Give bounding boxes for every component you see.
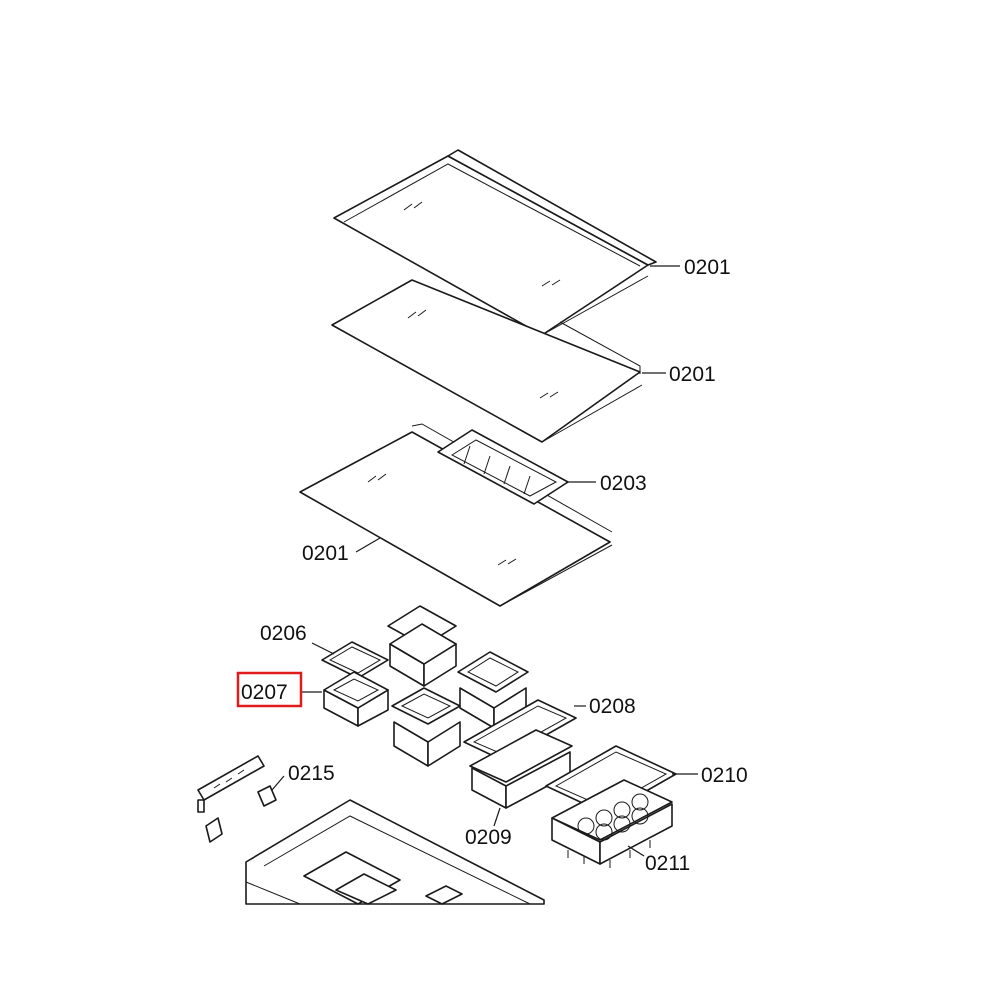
label-0201-top: 0201 [684, 256, 731, 279]
glass-shelf-middle [331, 279, 643, 443]
label-0207: 0207 [241, 681, 288, 704]
egg-tray-0211 [551, 779, 673, 868]
leader-0206 [311, 642, 335, 655]
rail-0215 [197, 755, 277, 843]
label-0211: 0211 [645, 852, 690, 875]
label-0201-middle: 0201 [669, 363, 716, 386]
glass-shelf-top [333, 149, 657, 336]
leader-0201-bottom [355, 537, 381, 553]
label-0209: 0209 [465, 826, 512, 849]
small-box-back [387, 605, 457, 687]
leader-0211 [627, 845, 645, 857]
label-0208: 0208 [589, 695, 636, 718]
highlight-box-0207 [236, 671, 303, 708]
box-0207 [323, 671, 389, 727]
bottom-drawer-frame [245, 799, 545, 905]
small-box-front [391, 687, 461, 767]
label-0203: 0203 [600, 472, 647, 495]
lid-0206 [321, 641, 389, 679]
glass-shelf-bottom [299, 423, 613, 607]
label-0210: 0210 [701, 764, 748, 787]
label-0215: 0215 [288, 762, 335, 785]
label-0201-bottom: 0201 [302, 542, 349, 565]
label-0206: 0206 [260, 622, 307, 645]
leader-0215 [271, 775, 285, 791]
box-0209 [469, 729, 573, 809]
small-box-right [457, 651, 529, 729]
leader-0209 [493, 807, 501, 827]
lid-0208 [463, 699, 577, 761]
